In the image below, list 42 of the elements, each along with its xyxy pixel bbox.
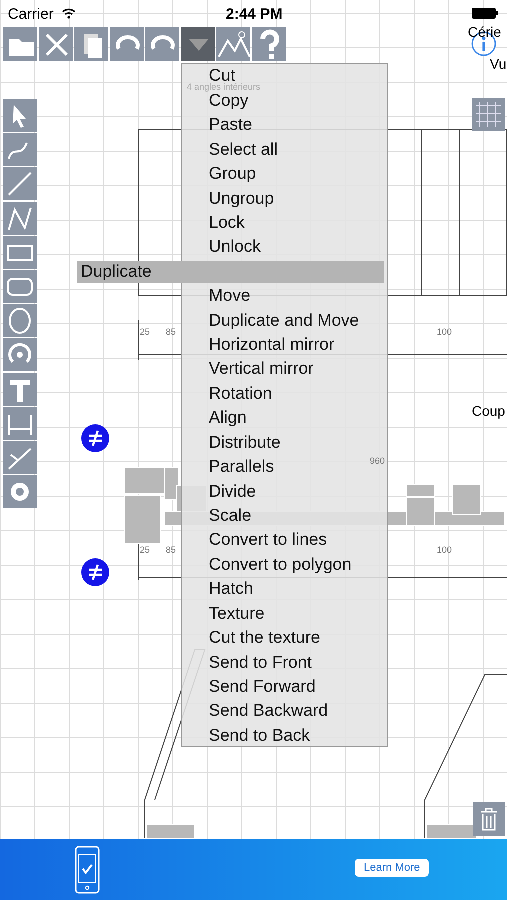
menu-item: Hatch <box>209 579 254 599</box>
annotation-text: 4 angles intérieurs <box>187 82 261 92</box>
view-heading: Vu <box>490 56 507 72</box>
menu-item: Lock <box>209 213 245 233</box>
view-heading: Coup <box>472 403 506 419</box>
menu-item: Move <box>209 286 251 306</box>
menu-item: Convert to polygon <box>209 555 352 575</box>
menu-item: Ungroup <box>209 189 274 209</box>
menu-item: Rotation <box>209 384 272 404</box>
menu-item: Duplicate and Move <box>209 311 360 331</box>
clock-text: 2:44 PM <box>226 6 283 23</box>
dimension-label: 85 <box>166 545 176 555</box>
menu-item: Vertical mirror <box>209 359 314 379</box>
dimension-label: 100 <box>437 327 452 337</box>
menu-item: Divide <box>209 482 256 502</box>
dimension-label: 25 <box>140 545 150 555</box>
learn-more-button: Learn More <box>355 859 430 877</box>
menu-item: Send Backward <box>209 701 328 721</box>
menu-item: Cut the texture <box>209 628 321 648</box>
menu-item: Cut <box>209 66 236 85</box>
dimension-label: 85 <box>166 327 176 337</box>
menu-item: Convert to lines <box>209 530 328 550</box>
dimension-label: 100 <box>437 545 452 555</box>
menu-item: Align <box>209 408 247 428</box>
menu-item: Distribute <box>209 433 281 453</box>
menu-item: Texture <box>209 604 265 624</box>
menu-item: Paste <box>209 115 252 135</box>
menu-item: Group <box>209 164 256 184</box>
menu-item: Scale <box>209 506 252 526</box>
menu-item: Select all <box>209 140 278 160</box>
menu-item: Unlock <box>209 237 261 257</box>
menu-item: Copy <box>209 91 249 111</box>
menu-item: Send Forward <box>209 677 316 697</box>
menu-item: Send to Back <box>209 726 310 746</box>
dimension-label: 960 <box>370 456 386 466</box>
menu-item: Duplicate <box>77 261 384 283</box>
dimension-label: 25 <box>140 327 150 337</box>
menu-item: Parallels <box>209 457 274 477</box>
status-text: Carrier <box>8 6 54 23</box>
menu-item: Horizontal mirror <box>209 335 335 355</box>
view-heading: Cérie <box>468 24 502 40</box>
menu-item: Send to Front <box>209 653 312 673</box>
